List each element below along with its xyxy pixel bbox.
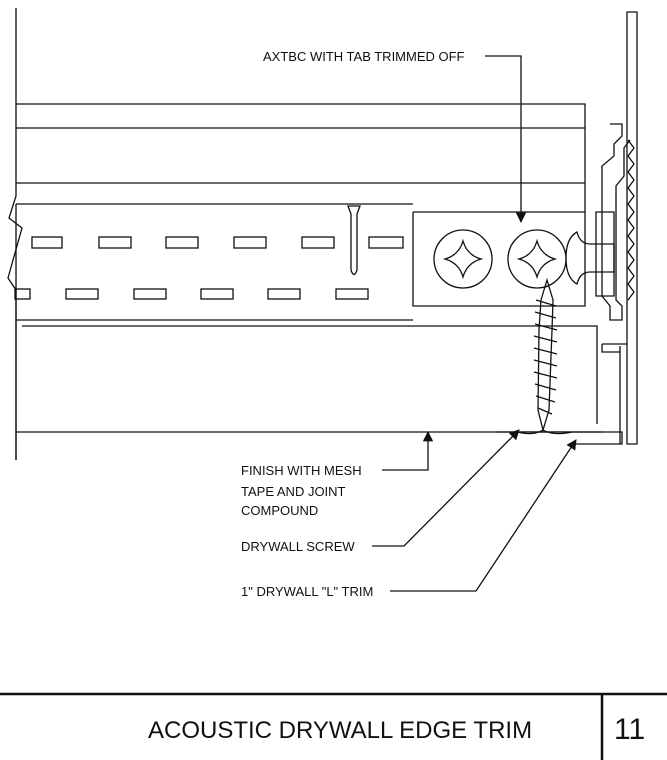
drywall-board <box>15 320 602 460</box>
callout-finish-line2: TAPE AND JOINT <box>241 484 346 499</box>
drywall-screw <box>517 277 573 435</box>
callout-axtbc: AXTBC WITH TAB TRIMMED OFF <box>263 49 465 64</box>
callout-finish-line1: FINISH WITH MESH <box>241 463 362 478</box>
leader-trim <box>390 439 577 592</box>
slot-row-upper <box>31 236 404 249</box>
axtbc-clip <box>412 212 565 307</box>
screw-head-left <box>433 229 493 289</box>
screw-head-right <box>507 229 567 289</box>
main-tee-flange <box>16 103 586 212</box>
l-drywall-trim <box>497 346 623 445</box>
callout-trim: 1" DRYWALL "L" TRIM <box>241 584 373 599</box>
sheet-number: 11 <box>614 713 645 746</box>
slot-row-lower <box>14 288 369 300</box>
callout-finish-line3: COMPOUND <box>241 503 318 518</box>
wall-angle-profile <box>565 11 638 445</box>
title-block-border <box>0 692 667 760</box>
callout-screw: DRYWALL SCREW <box>241 539 355 554</box>
keyhole-slot <box>347 205 361 276</box>
drawing-title: ACOUSTIC DRYWALL EDGE TRIM <box>148 717 532 744</box>
leader-finish <box>382 430 434 471</box>
leader-axtbc <box>485 55 527 224</box>
leader-screw <box>372 429 520 547</box>
left-edge-line <box>7 8 23 460</box>
main-tee-web <box>15 204 586 321</box>
